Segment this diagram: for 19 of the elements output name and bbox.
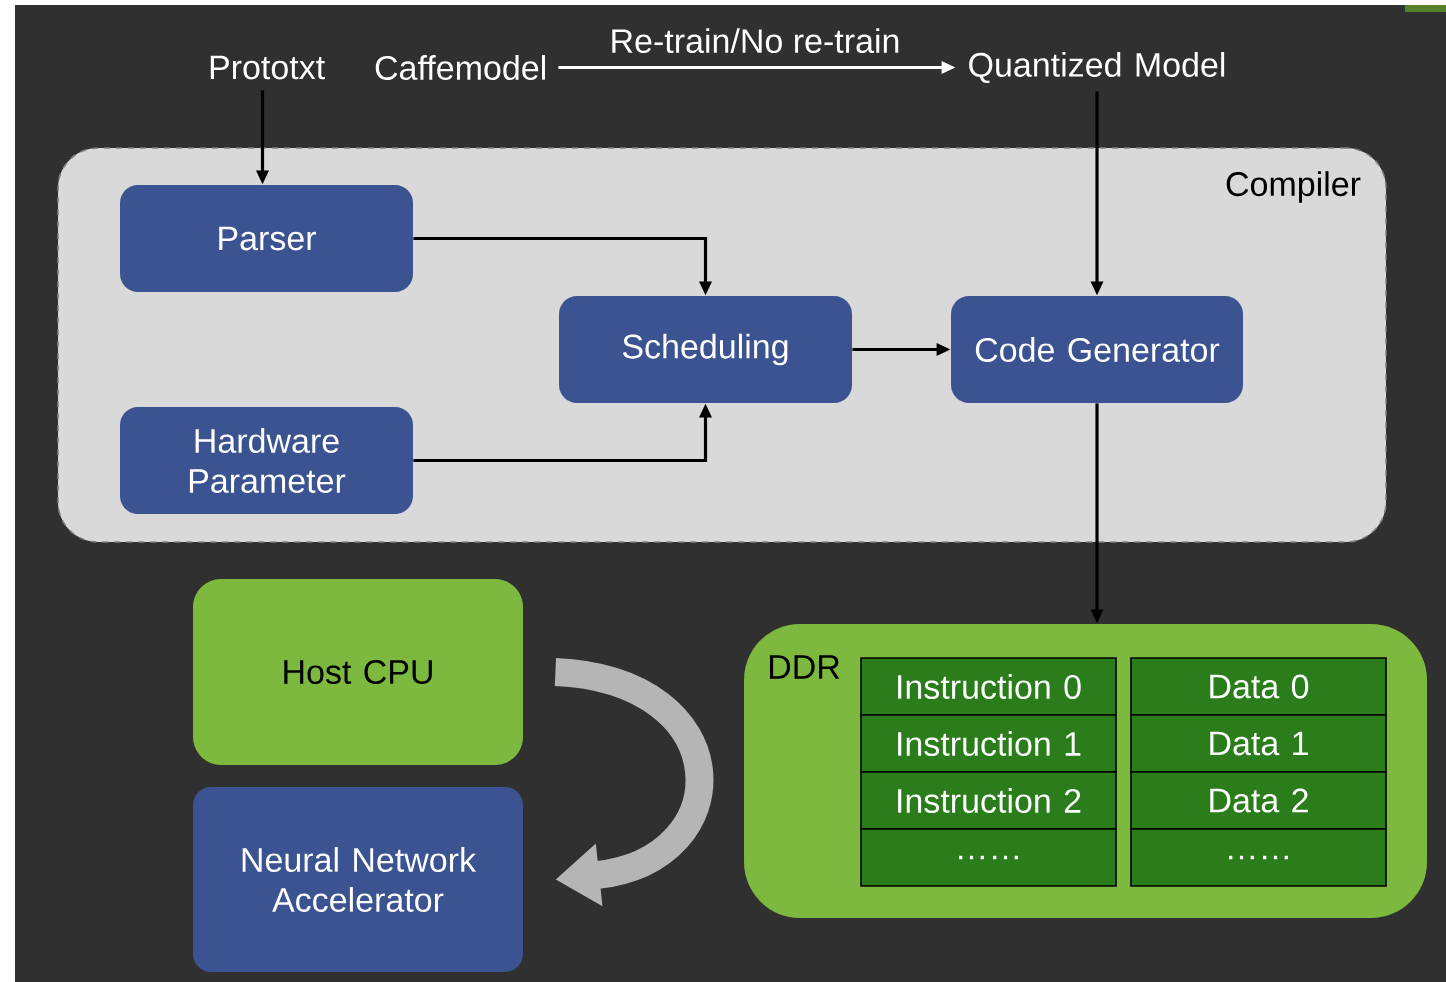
process-box: Neural Network Accelerator (193, 787, 523, 972)
arrow (553, 658, 713, 907)
memory-cell: Instruction 2 (860, 771, 1117, 830)
memory-cell: …… (860, 828, 1117, 887)
process-box: Hardware Parameter (120, 407, 413, 514)
memory-cell: Instruction 1 (860, 714, 1117, 773)
process-box: Scheduling (559, 296, 852, 403)
edge-label: Re-train/No re-train (607, 26, 903, 56)
memory-cell: Data 1 (1130, 714, 1387, 773)
memory-cell: Instruction 0 (860, 657, 1117, 716)
process-box: Host CPU (193, 579, 523, 765)
process-box: Parser (120, 185, 413, 292)
memory-cell: …… (1130, 828, 1387, 887)
memory-cell: Data 2 (1130, 771, 1387, 830)
file-label: Prototxt (210, 55, 325, 80)
process-box: Code Generator (951, 296, 1243, 403)
file-label: Caffemodel (375, 55, 545, 80)
memory-cell: Data 0 (1130, 657, 1387, 716)
file-label: Quantized Model (969, 52, 1225, 84)
